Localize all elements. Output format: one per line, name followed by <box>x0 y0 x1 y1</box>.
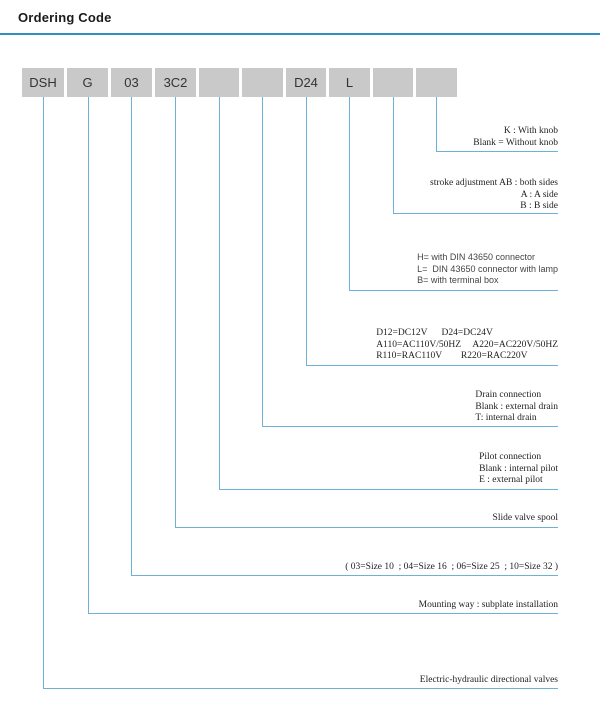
note-line: ( 03=Size 10 ; 04=Size 16 ; 06=Size 25 ;… <box>345 562 558 572</box>
note-line: R110=RAC110V R220=RAC220V <box>376 351 528 361</box>
note-line: Slide valve spool <box>492 513 558 523</box>
note-spool: Slide valve spool <box>493 513 558 525</box>
note-line: D12=DC12V D24=DC24V <box>376 328 493 338</box>
leader-valve <box>43 97 558 689</box>
note-line: Blank = Without knob <box>473 137 558 148</box>
leader-pilot <box>219 97 558 490</box>
code-segment-voltage: D24 <box>286 68 326 97</box>
note-voltage: D12=DC12V D24=DC24V A110=AC110V/50HZ A22… <box>376 328 558 363</box>
note-line: stroke adjustment AB : both sides <box>430 178 558 188</box>
code-segment-stroke <box>373 68 413 97</box>
code-segment-connector: L <box>329 68 370 97</box>
leader-knob <box>436 97 558 152</box>
leader-connector <box>349 97 558 291</box>
note-connector: H= with DIN 43650 connector L= DIN 43650… <box>417 252 558 287</box>
leader-size <box>131 97 558 576</box>
note-line: B= with terminal box <box>417 275 499 285</box>
note-line: E : external pilot <box>479 475 543 485</box>
code-segment-series: DSH <box>22 68 64 97</box>
note-line: Pilot connection <box>479 452 542 462</box>
note-line: A110=AC110V/50HZ A220=AC220V/50HZ <box>376 339 558 350</box>
code-segment-pilot <box>199 68 239 97</box>
leader-mounting <box>88 97 558 614</box>
note-line: Blank : external drain <box>475 401 558 412</box>
note-knob: K : With knob Blank = Without knob <box>473 126 558 149</box>
note-line: H= with DIN 43650 connector <box>417 252 535 262</box>
note-pilot: Pilot connection Blank : internal pilot … <box>479 452 558 487</box>
note-line: Electric-hydraulic directional valves <box>419 675 558 685</box>
note-valve-type: Electric-hydraulic directional valves <box>420 675 558 687</box>
note-line: L= DIN 43650 connector with lamp <box>417 263 558 274</box>
leader-stroke <box>393 97 558 214</box>
code-segment-size: 03 <box>111 68 152 97</box>
leader-drain <box>262 97 558 427</box>
note-line: Drain connection <box>475 390 542 400</box>
leader-voltage <box>306 97 558 366</box>
note-mounting: Mounting way : subplate installation <box>419 600 558 612</box>
note-drain: Drain connection Blank : external drain … <box>475 390 558 425</box>
code-segment-drain <box>242 68 283 97</box>
page-title: Ordering Code <box>18 10 112 25</box>
code-segment-mounting: G <box>67 68 108 97</box>
leader-spool <box>175 97 558 528</box>
note-stroke-adjustment: stroke adjustment AB : both sides A : A … <box>430 178 558 213</box>
code-segment-knob <box>416 68 457 97</box>
code-segment-spool: 3C2 <box>155 68 196 97</box>
note-line: Blank : internal pilot <box>479 463 558 474</box>
note-line: T: internal drain <box>475 413 537 423</box>
header-divider <box>0 33 600 35</box>
note-line: Mounting way : subplate installation <box>418 600 558 610</box>
note-line: K : With knob <box>503 126 558 136</box>
note-line: B : B side <box>520 201 558 211</box>
note-line: A : A side <box>520 189 558 200</box>
note-size: ( 03=Size 10 ; 04=Size 16 ; 06=Size 25 ;… <box>345 562 558 574</box>
